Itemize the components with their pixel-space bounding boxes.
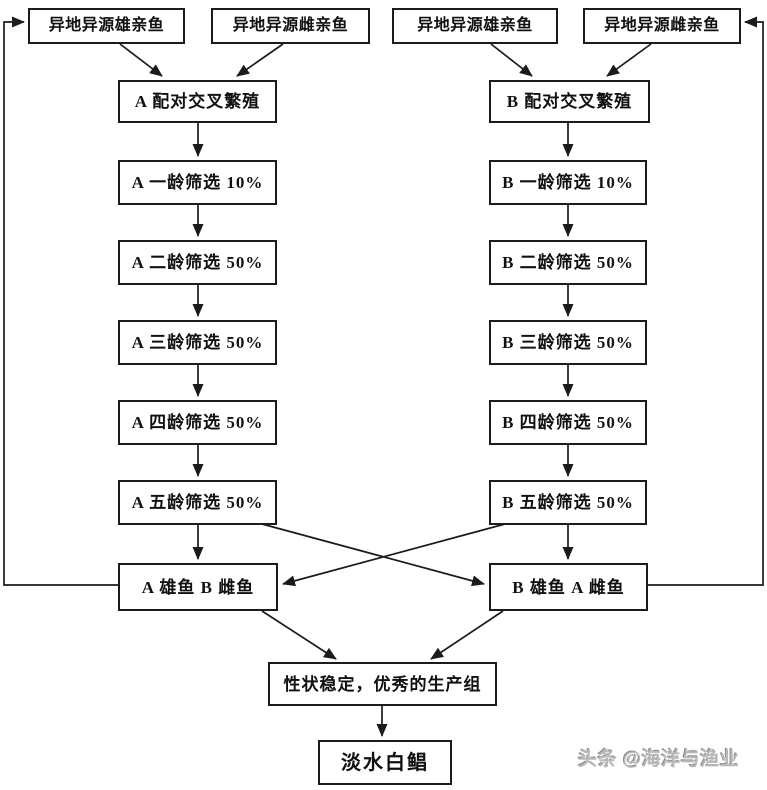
- node-a-pairing: A 配对交叉繁殖: [118, 80, 277, 123]
- node-b-age5: B 五龄筛选 50%: [489, 480, 647, 525]
- watermark-toutiao: 头条 @海洋与渔业: [578, 749, 740, 770]
- node-a-age5: A 五龄筛选 50%: [118, 480, 277, 525]
- node-a-age3: A 三龄筛选 50%: [118, 320, 277, 365]
- node-a-age1: A 一龄筛选 10%: [118, 160, 277, 205]
- node-source-b-male: 异地异源雄亲鱼: [392, 8, 558, 44]
- node-b-age2: B 二龄筛选 50%: [489, 240, 647, 285]
- node-source-a-male: 异地异源雄亲鱼: [28, 8, 185, 44]
- node-a-male-b-female: A 雄鱼 B 雌鱼: [118, 563, 278, 611]
- node-stable-group: 性状稳定，优秀的生产组: [268, 662, 497, 706]
- node-final-fish: 淡水白鲳: [318, 740, 452, 785]
- node-a-age2: A 二龄筛选 50%: [118, 240, 277, 285]
- node-b-male-a-female: B 雄鱼 A 雌鱼: [489, 563, 648, 611]
- node-b-age4: B 四龄筛选 50%: [489, 400, 647, 445]
- node-b-pairing: B 配对交叉繁殖: [489, 80, 650, 123]
- node-source-a-female: 异地异源雌亲鱼: [211, 8, 370, 44]
- node-b-age1: B 一龄筛选 10%: [489, 160, 647, 205]
- node-a-age4: A 四龄筛选 50%: [118, 400, 277, 445]
- node-b-age3: B 三龄筛选 50%: [489, 320, 647, 365]
- node-source-b-female: 异地异源雌亲鱼: [583, 8, 741, 44]
